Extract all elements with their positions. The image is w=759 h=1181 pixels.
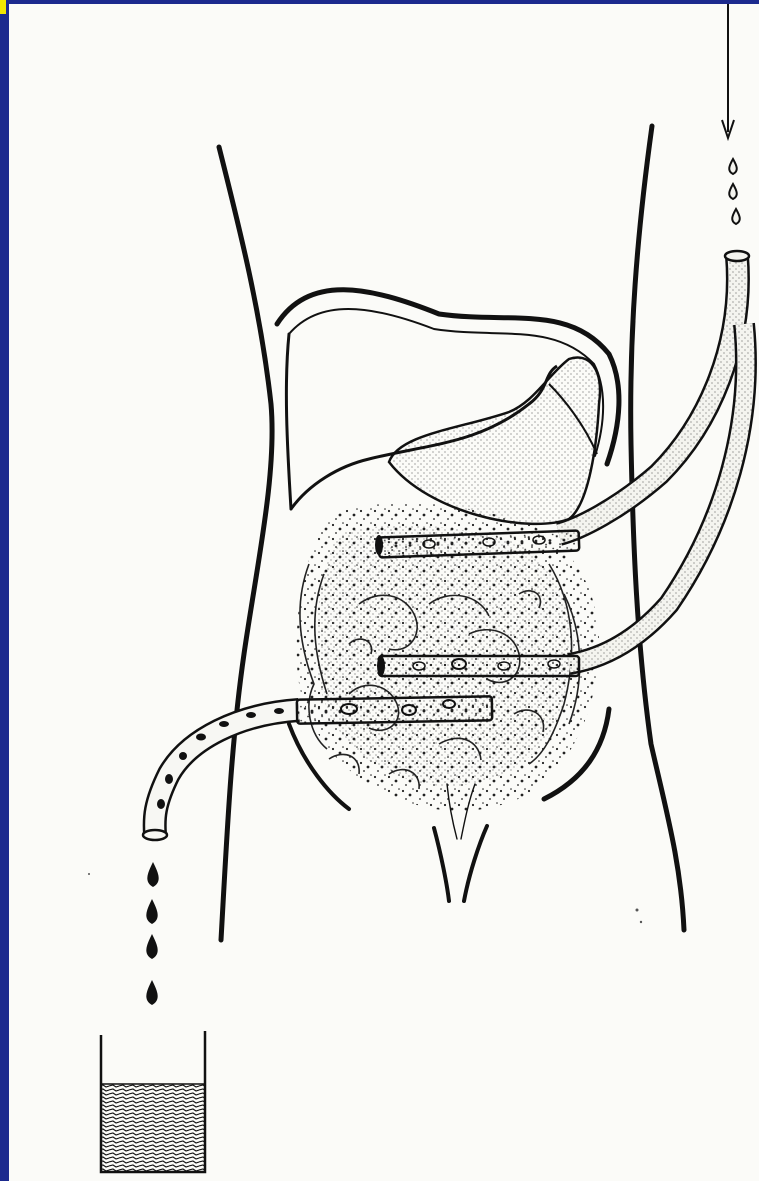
inflow-drops <box>729 159 740 224</box>
genital-contour <box>434 826 487 901</box>
body-left-contour <box>219 147 272 940</box>
inflow-tube-opening <box>725 251 749 261</box>
yellow-corner-mark <box>0 0 6 14</box>
scanned-illustration <box>9 4 759 1181</box>
inflow-irrigation <box>722 4 749 261</box>
outflow-tube-opening <box>143 830 167 840</box>
collection-vessel <box>101 1031 205 1172</box>
abdomen-diagram-svg <box>9 4 759 1181</box>
collected-fluid <box>102 1084 204 1171</box>
outflow-drops <box>146 862 158 1005</box>
lower-perforated-segment <box>297 696 492 723</box>
body-right-contour <box>631 126 684 930</box>
scan-specks <box>88 873 642 923</box>
stomach-organ <box>389 357 600 523</box>
